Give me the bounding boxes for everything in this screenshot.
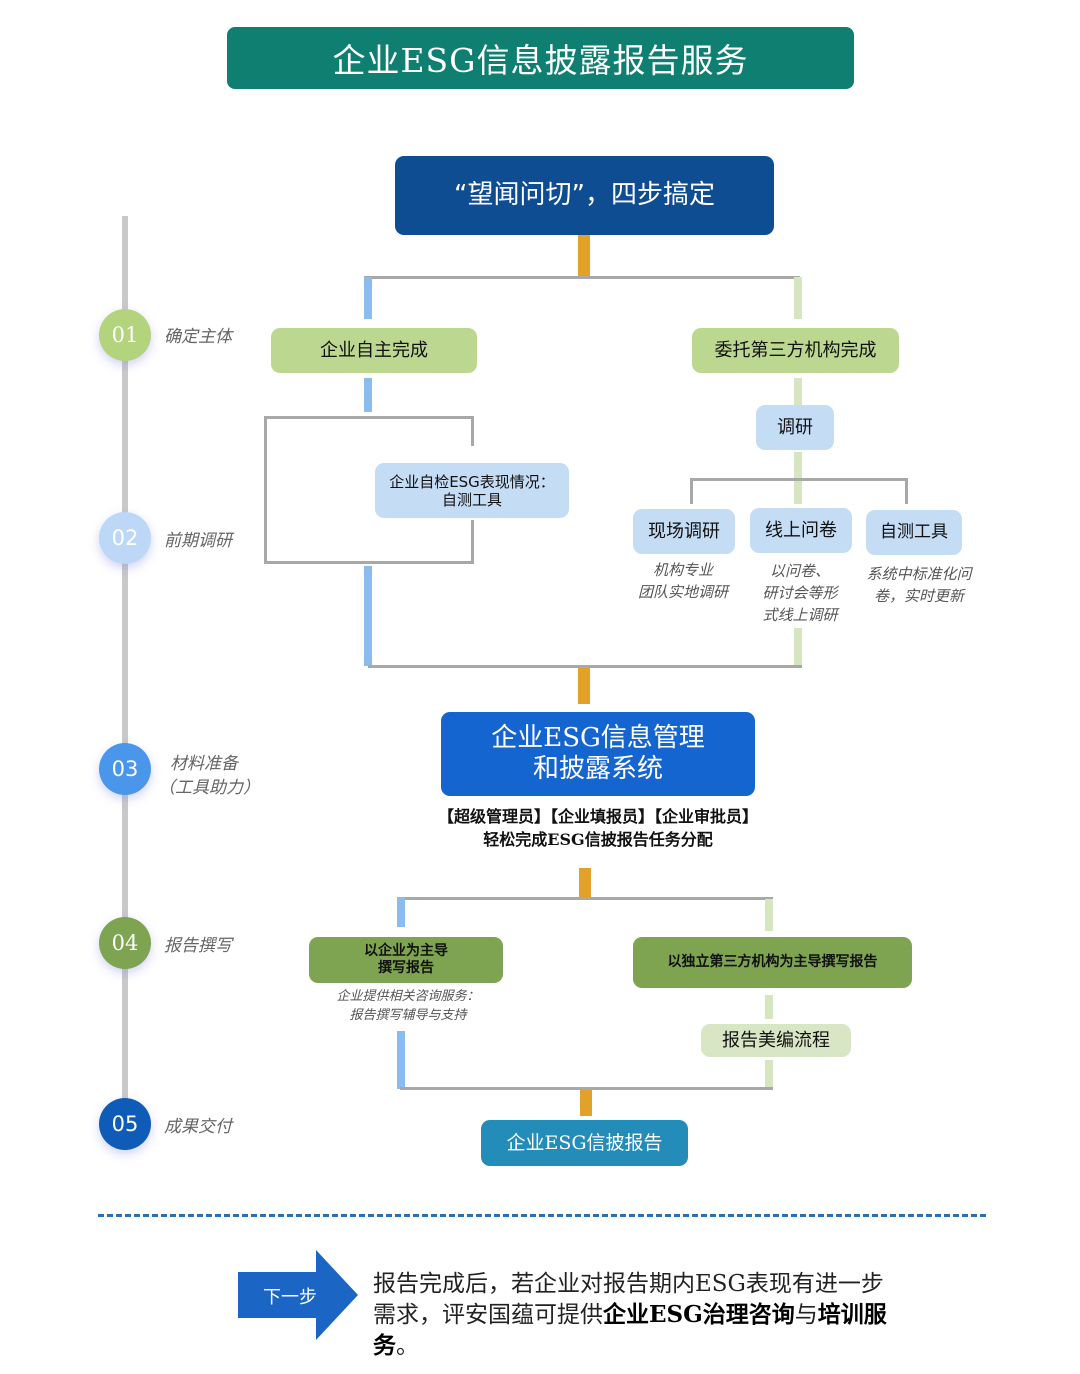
- top-node: “望闻问切”，四步搞定: [395, 156, 774, 235]
- step-03-label: 材料准备: [170, 754, 238, 774]
- onsite-research-note: 机构专业 团队实地调研: [637, 561, 728, 601]
- next-step-arrow-icon: [238, 1250, 358, 1340]
- connector: [579, 868, 591, 898]
- arrow-shape: [238, 1250, 358, 1340]
- connector: [794, 628, 802, 666]
- step-03-sublabel: （工具助力）: [158, 778, 260, 798]
- step-01-badge: 01: [99, 309, 151, 361]
- connector: [471, 520, 474, 564]
- third-party-node: 委托第三方机构完成: [692, 328, 899, 373]
- step-01-label: 确定主体: [164, 327, 232, 347]
- connector: [264, 416, 474, 419]
- connector: [364, 566, 372, 666]
- online-survey-node: 线上问卷: [750, 508, 852, 553]
- connector: [471, 416, 474, 446]
- connector: [400, 1087, 773, 1090]
- step-05-badge: 05: [99, 1098, 151, 1150]
- connector: [578, 235, 590, 277]
- self-test-tool-note: 系统中标准化问 卷，实时更新: [866, 565, 972, 605]
- connector: [397, 897, 405, 927]
- page-title: 企业ESG信息披露报告服务: [227, 27, 854, 89]
- step-02-label: 前期调研: [164, 531, 232, 551]
- connector: [794, 277, 802, 319]
- step-02-badge: 02: [99, 512, 151, 564]
- timeline-line: [122, 216, 128, 1126]
- online-survey-note: 以问卷、 研讨会等形 式线上调研: [762, 562, 838, 624]
- esg-system-node: 企业ESG信息管理 和披露系统: [441, 712, 755, 796]
- connector: [364, 378, 372, 412]
- section-divider: [98, 1214, 986, 1217]
- esg-system-line2: 和披露系统: [532, 754, 663, 784]
- connector: [578, 668, 590, 704]
- connector: [690, 478, 693, 504]
- onsite-research-node: 现场调研: [633, 509, 735, 554]
- connector: [580, 1090, 592, 1116]
- self-test-tool-node: 自测工具: [866, 510, 962, 555]
- self-check-line2: 自测工具: [441, 490, 502, 509]
- roles-line: 【超级管理员】【企业填报员】【企业审批员】: [437, 807, 758, 826]
- esg-system-line1: 企业ESG信息管理: [491, 722, 705, 753]
- connector: [765, 1060, 773, 1088]
- step-03-badge: 03: [99, 743, 151, 795]
- roles-description: 轻松完成ESG信披报告任务分配: [483, 830, 713, 849]
- connector: [264, 561, 474, 564]
- self-check-line1: 企业自检ESG表现情况：: [389, 472, 555, 491]
- deliverable-node: 企业ESG信披报告: [481, 1120, 688, 1166]
- next-step-label: 下一步: [263, 1287, 317, 1308]
- connector: [364, 277, 372, 319]
- connector: [368, 665, 802, 668]
- enterprise-led-node: 以企业为主导 撰写报告: [309, 937, 503, 983]
- step-04-label: 报告撰写: [164, 936, 232, 956]
- connector: [794, 378, 802, 406]
- self-complete-node: 企业自主完成: [271, 328, 477, 373]
- design-process-node: 报告美编流程: [701, 1024, 851, 1057]
- connector: [397, 1031, 405, 1089]
- connector: [401, 897, 773, 900]
- connector: [690, 478, 908, 481]
- enterprise-led-line1: 以企业为主导: [364, 943, 448, 960]
- research-node: 调研: [756, 405, 834, 450]
- connector: [765, 995, 773, 1019]
- enterprise-led-note: 企业提供相关咨询服务： 报告撰写辅导与支持: [336, 989, 480, 1023]
- self-check-node: 企业自检ESG表现情况： 自测工具: [375, 463, 569, 518]
- third-party-led-node: 以独立第三方机构为主导撰写报告: [633, 937, 912, 988]
- connector: [905, 478, 908, 504]
- next-step-text: 报告完成后，若企业对报告期内ESG表现有进一步需求，评安国蕴可提供企业ESG治理…: [373, 1271, 887, 1359]
- connector: [364, 276, 800, 279]
- step-04-badge: 04: [99, 917, 151, 969]
- connector: [765, 899, 773, 931]
- connector: [264, 416, 267, 564]
- enterprise-led-line2: 撰写报告: [378, 960, 434, 976]
- step-05-label: 成果交付: [164, 1117, 232, 1137]
